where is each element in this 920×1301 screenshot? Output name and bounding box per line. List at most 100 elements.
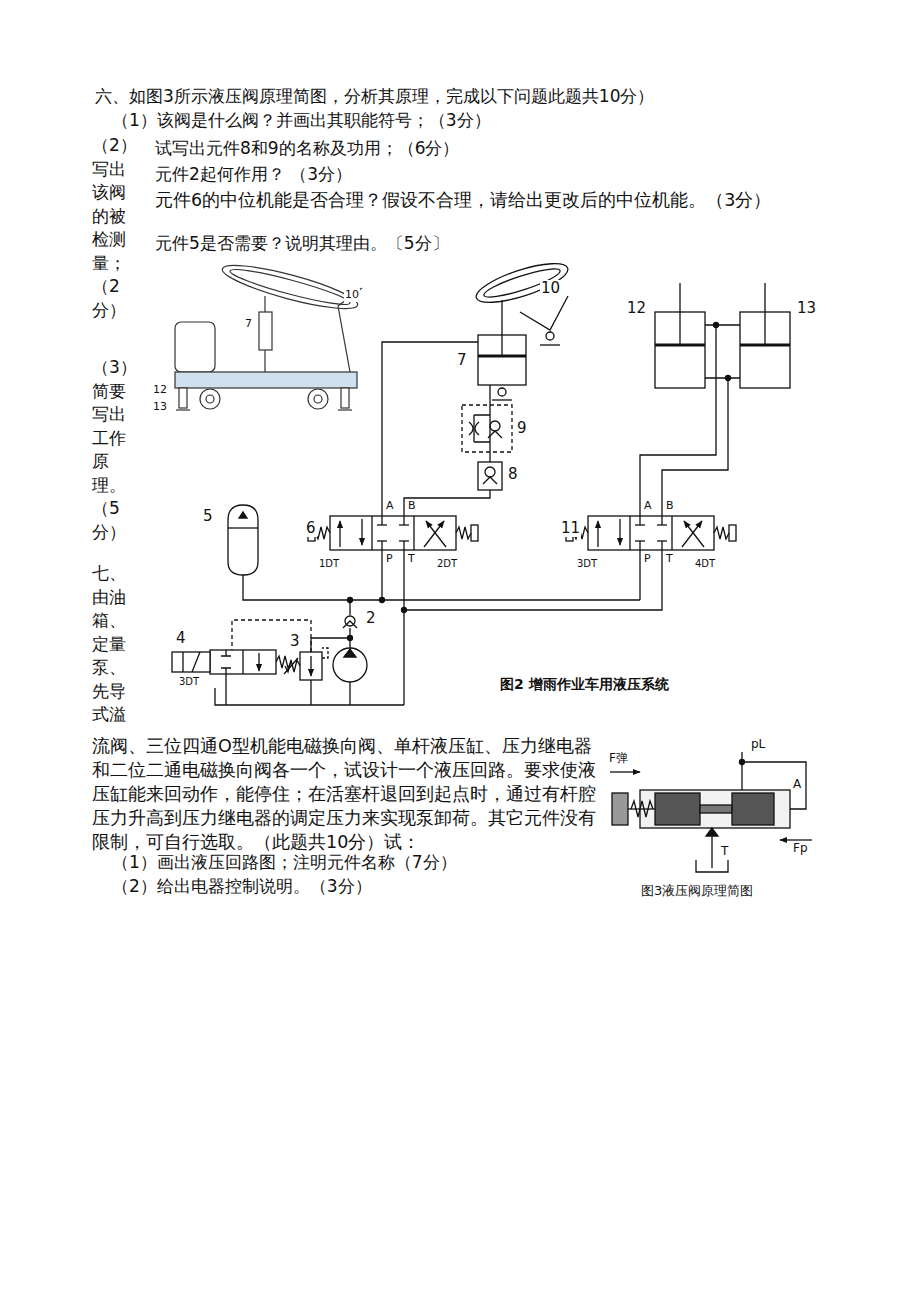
- question-text: 元件5是否需要？说明其理由。〔5分〕: [155, 231, 449, 255]
- callout-label: A: [792, 778, 802, 792]
- label-slot: 试写出元件8和9的名称及功用；（6分）: [155, 136, 459, 160]
- label-slot: （1）该阀是什么阀？并画出其职能符号；（3分）: [112, 108, 491, 132]
- label-slot: 9: [516, 420, 528, 437]
- question-text: 元件2起何作用？ （3分）: [155, 162, 352, 186]
- figure-caption: 图2 增雨作业车用液压系统: [500, 676, 669, 692]
- label-slot: 图2 增雨作业车用液压系统: [500, 676, 669, 692]
- label-slot: T: [665, 553, 674, 566]
- label-slot: 4: [175, 630, 187, 647]
- callout-label: T: [665, 553, 674, 566]
- question-text: 七、由油箱、定量泵、先导式溢: [92, 562, 129, 727]
- label-slot: 7: [456, 352, 468, 369]
- question-text: 元件6的中位机能是否合理？假设不合理，请给出更改后的中位机能。（3分）: [155, 188, 773, 212]
- callout-label: 2: [365, 610, 377, 627]
- question-text: 试写出元件8和9的名称及功用；（6分）: [155, 136, 459, 160]
- label-slot: 12: [152, 384, 168, 397]
- callout-label: Fp: [792, 842, 809, 856]
- callout-label: B: [407, 500, 417, 513]
- callout-label: 8: [507, 466, 519, 483]
- callout-label: 3: [289, 633, 301, 650]
- question-text: （3）简要写出工作原理。（5分）: [92, 356, 129, 544]
- label-slot: 4DT: [694, 558, 716, 570]
- callout-label: 图3液压阀原理简图: [640, 884, 754, 899]
- question-text: （1）该阀是什么阀？并画出其职能符号；（3分）: [112, 108, 491, 132]
- callout-label: 10: [344, 289, 360, 302]
- callout-label: 12: [626, 300, 647, 317]
- callout-label: F弹: [608, 752, 629, 766]
- callout-label: 3DT: [178, 676, 200, 688]
- callout-label: A: [385, 500, 395, 513]
- label-slot: （1）画出液压回路图；注明元件名称（7分）: [112, 850, 457, 874]
- label-slot: 3DT: [576, 558, 598, 570]
- label-slot: 元件6的中位机能是否合理？假设不合理，请给出更改后的中位机能。（3分）: [155, 188, 773, 212]
- label-slot: 7: [244, 318, 253, 331]
- label-slot: （2）写出该阀的被检测量；（2分）: [92, 134, 129, 322]
- label-slot: 5: [202, 508, 214, 525]
- callout-label: 9: [516, 420, 528, 437]
- label-slot: A: [643, 500, 653, 513]
- callout-label: pL: [750, 738, 766, 752]
- callout-label: 13: [152, 401, 168, 414]
- label-slot: B: [407, 500, 417, 513]
- label-slot: 2DT: [436, 558, 458, 570]
- label-slot: 6: [305, 520, 317, 537]
- label-slot: 3: [289, 633, 301, 650]
- label-slot: （2）给出电器控制说明。（3分）: [112, 874, 372, 898]
- question-text: 六、如图3所示液压阀原理简图，分析其原理，完成以下问题此题共10分）: [95, 84, 654, 108]
- label-slot: 12: [626, 300, 647, 317]
- label-slot: 1DT: [318, 558, 340, 570]
- label-slot: 元件2起何作用？ （3分）: [155, 162, 352, 186]
- label-slot: 3DT: [178, 676, 200, 688]
- question-text: 流阀、三位四通O型机能电磁换向阀、单杆液压缸、压力继电器和二位二通电磁换向阀各一…: [92, 734, 604, 854]
- callout-label: 7: [456, 352, 468, 369]
- label-slot: 8: [507, 466, 519, 483]
- label-slot: P: [643, 553, 652, 566]
- label-slot: 流阀、三位四通O型机能电磁换向阀、单杆液压缸、压力继电器和二位二通电磁换向阀各一…: [92, 734, 604, 854]
- callout-label: B: [665, 500, 675, 513]
- valve-sketch: [610, 752, 812, 872]
- truck-illustration: [175, 257, 362, 410]
- callout-label: 4DT: [694, 558, 716, 570]
- label-slot: 六、如图3所示液压阀原理简图，分析其原理，完成以下问题此题共10分）: [95, 84, 654, 108]
- question-text: （1）画出液压回路图；注明元件名称（7分）: [112, 850, 457, 874]
- label-slot: F弹: [608, 752, 629, 766]
- callout-label: 11: [560, 520, 581, 537]
- label-slot: 图3液压阀原理简图: [640, 884, 754, 899]
- label-slot: Fp: [792, 842, 809, 856]
- label-slot: 2: [365, 610, 377, 627]
- callout-label: 4: [175, 630, 187, 647]
- callout-label: P: [385, 553, 394, 566]
- callout-label: 5: [202, 508, 214, 525]
- callout-label: T: [407, 553, 416, 566]
- label-slot: T: [407, 553, 416, 566]
- label-slot: T: [720, 845, 729, 859]
- label-slot: pL: [750, 738, 766, 752]
- label-slot: 13: [796, 300, 817, 317]
- label-slot: B: [665, 500, 675, 513]
- label-slot: 11: [560, 520, 581, 537]
- callout-label: 1DT: [318, 558, 340, 570]
- label-slot: P: [385, 553, 394, 566]
- callout-label: 2DT: [436, 558, 458, 570]
- callout-label: 12: [152, 384, 168, 397]
- label-slot: 13: [152, 401, 168, 414]
- callout-label: 10: [540, 280, 561, 297]
- callout-label: A: [643, 500, 653, 513]
- callout-label: T: [720, 845, 729, 859]
- label-slot: A: [385, 500, 395, 513]
- callout-label: 3DT: [576, 558, 598, 570]
- hydraulic-schematic: [172, 256, 790, 705]
- label-slot: （3）简要写出工作原理。（5分）: [92, 356, 129, 544]
- label-slot: 10: [540, 280, 561, 297]
- callout-label: 13: [796, 300, 817, 317]
- callout-label: 7: [244, 318, 253, 331]
- label-slot: 10: [344, 289, 360, 302]
- callout-label: 6: [305, 520, 317, 537]
- label-slot: 七、由油箱、定量泵、先导式溢: [92, 562, 129, 727]
- question-text: （2）给出电器控制说明。（3分）: [112, 874, 372, 898]
- label-slot: 元件5是否需要？说明其理由。〔5分〕: [155, 231, 449, 255]
- callout-label: P: [643, 553, 652, 566]
- label-slot: A: [792, 778, 802, 792]
